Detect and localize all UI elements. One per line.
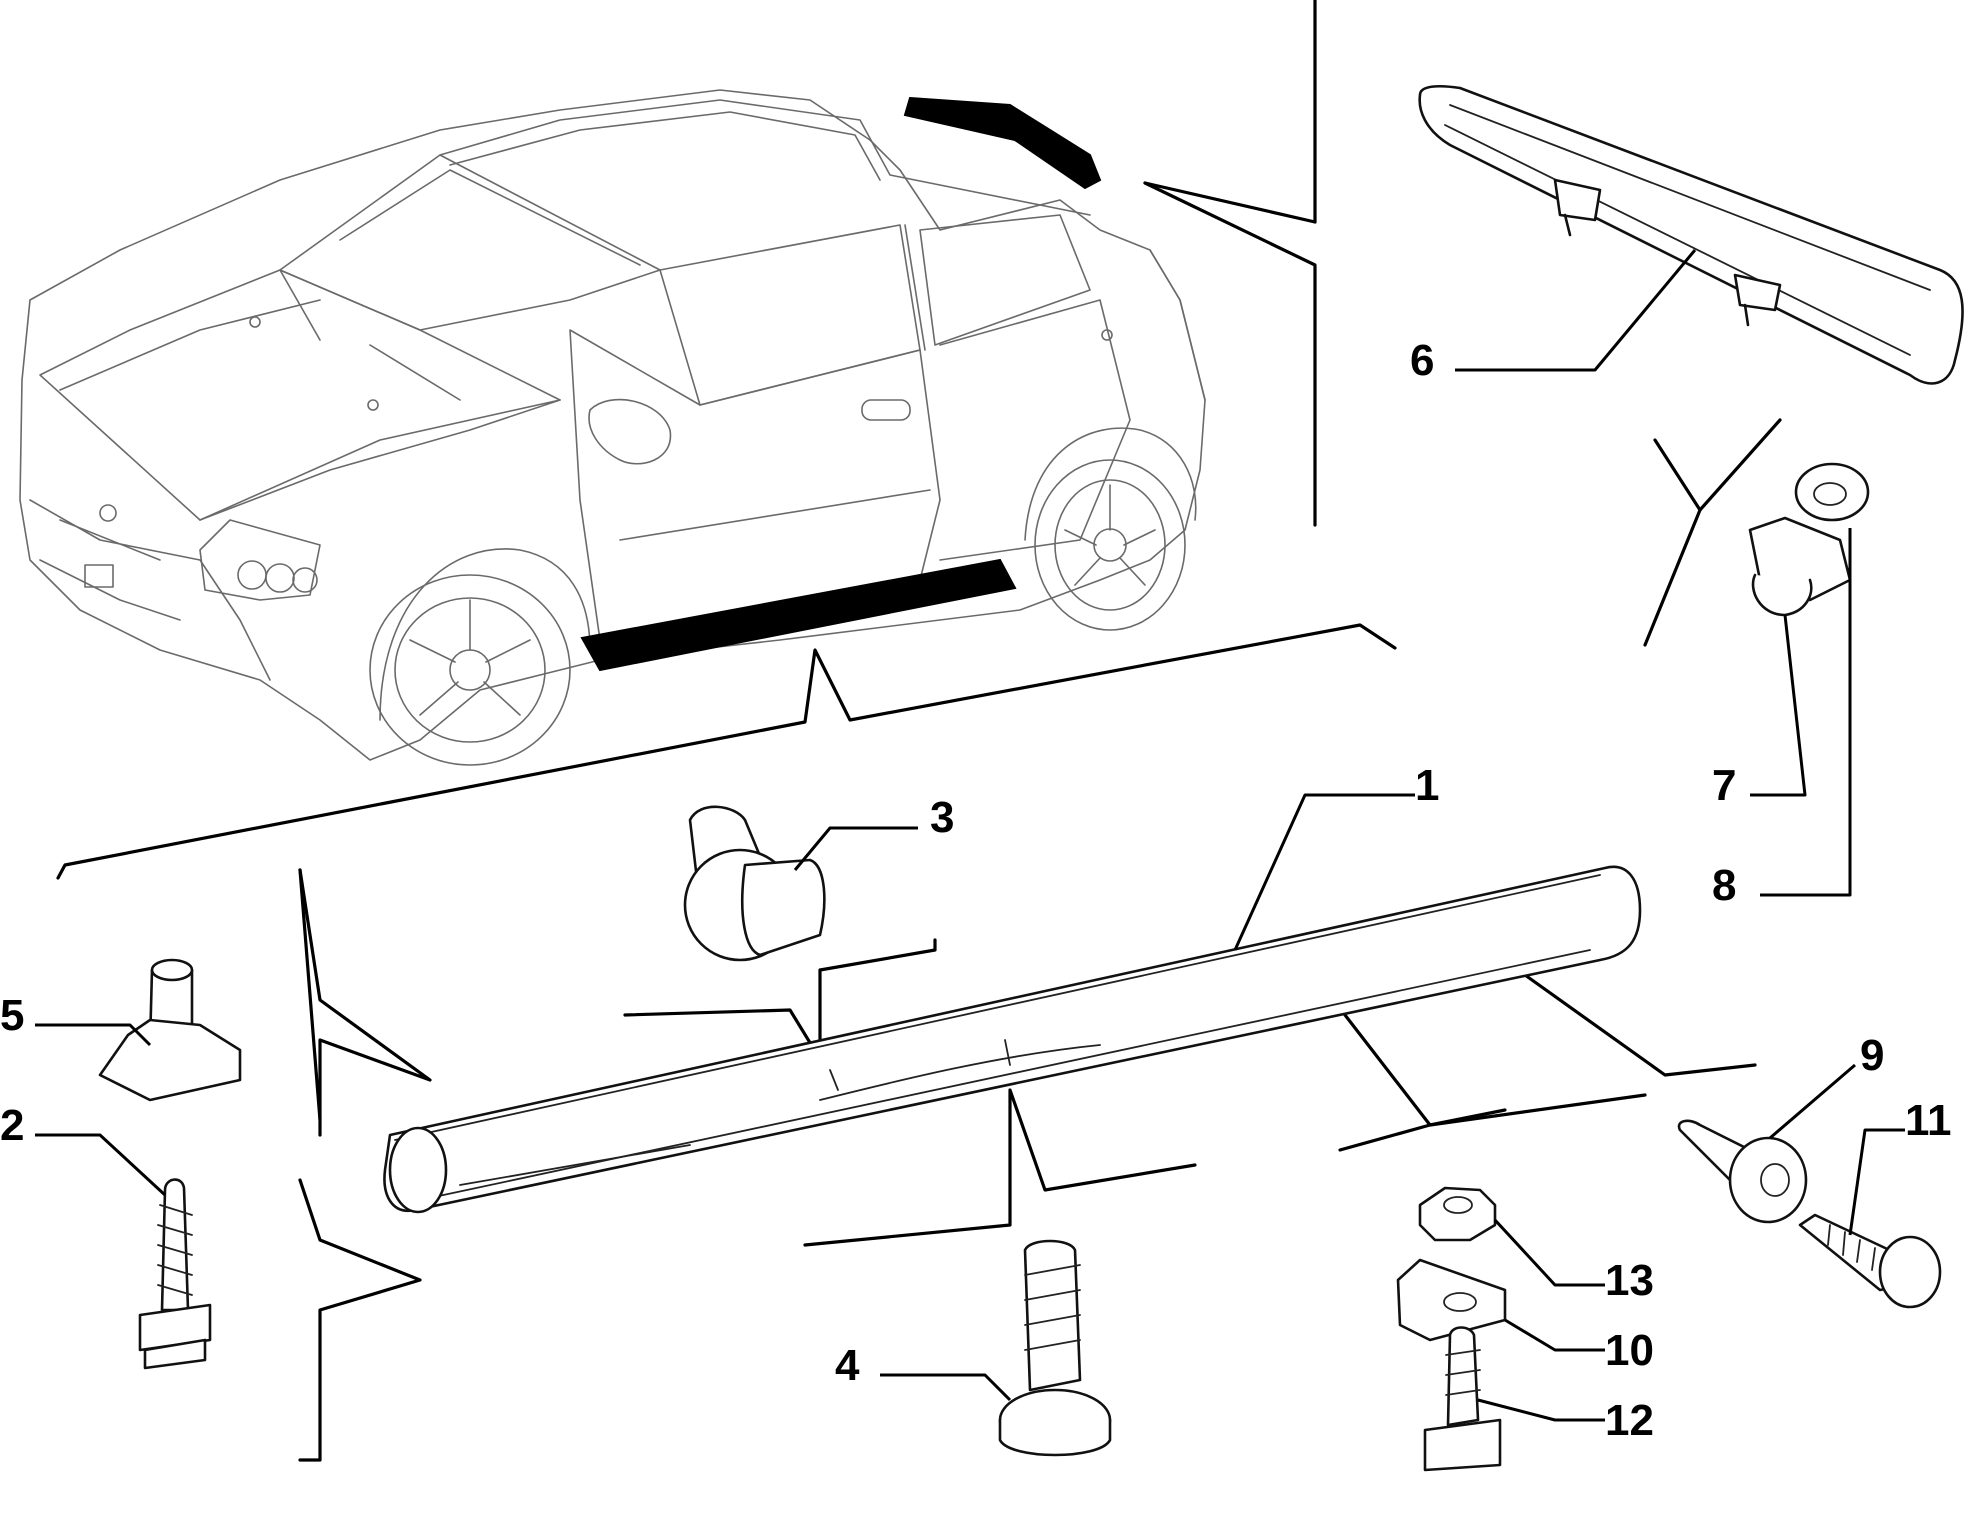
part-4-plug-fastener [998, 1239, 1112, 1457]
part-1-side-skirt [383, 865, 1642, 1214]
callout-1: 1 [1415, 761, 1439, 810]
callout-4: 4 [835, 1341, 860, 1390]
part-8-washer [1794, 462, 1870, 522]
part-9-rivet-clip [1677, 1119, 1808, 1224]
callout-2: 2 [0, 1101, 24, 1150]
callout-3: 3 [930, 793, 954, 842]
part-5-clip-nut [98, 958, 242, 1102]
part-7-nut [1748, 516, 1852, 617]
callout-11: 11 [1905, 1096, 1952, 1145]
callout-6: 6 [1410, 336, 1434, 385]
callout-8: 8 [1712, 861, 1736, 910]
spoiler-highlight [903, 96, 1102, 190]
callout-7: 7 [1712, 761, 1736, 810]
guide-lines [56, 0, 1782, 1462]
part-13-hex-nut [1418, 1186, 1497, 1242]
part-11-self-tapping-screw [1798, 1213, 1942, 1309]
callout-labels: 1 2 3 4 5 6 7 8 9 10 11 12 13 [0, 336, 1952, 1445]
callout-5: 5 [0, 991, 24, 1040]
side-skirt-highlight [580, 558, 1017, 672]
leader-lines [35, 249, 1905, 1422]
callout-13: 13 [1605, 1256, 1654, 1305]
part-3-push-clip [683, 805, 826, 962]
part-12-screw [1423, 1326, 1502, 1472]
car-illustration [19, 89, 1206, 766]
callout-12: 12 [1605, 1396, 1654, 1445]
part-10-spring-clip [1396, 1258, 1507, 1342]
callout-9: 9 [1860, 1031, 1884, 1080]
part-6-rear-spoiler [1418, 84, 1964, 385]
callout-10: 10 [1605, 1326, 1654, 1375]
part-2-screw [138, 1178, 212, 1370]
